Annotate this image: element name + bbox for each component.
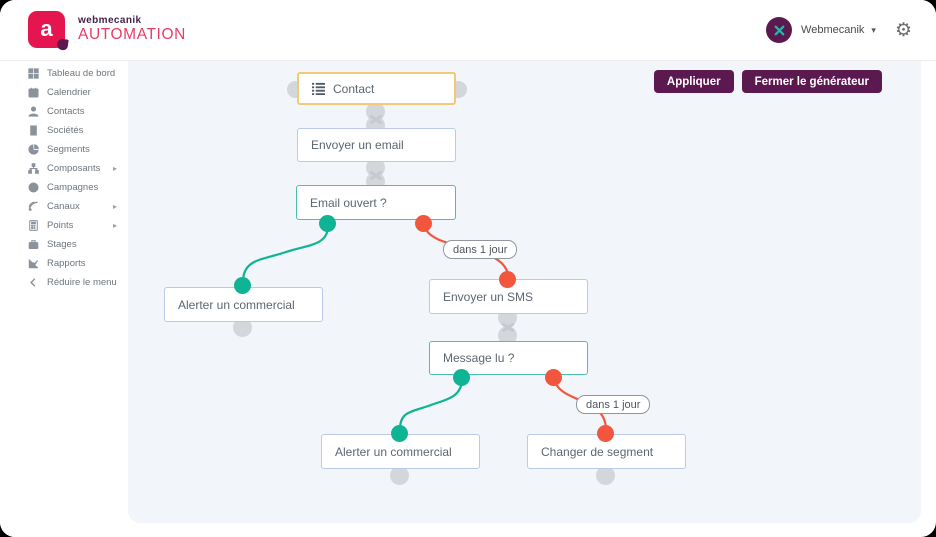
sidebar-item-label: Rapports [47, 258, 86, 269]
sidebar-item-label: Stages [47, 239, 77, 250]
brand-logo[interactable]: a webmecanik AUTOMATION [28, 11, 186, 51]
sidebar-item-label: Composants [47, 163, 101, 174]
node-contact-source[interactable]: Contact [297, 72, 456, 105]
components-icon [28, 163, 39, 174]
calendar-icon [28, 87, 39, 98]
sidebar-item-calendar[interactable]: Calendrier [0, 83, 128, 102]
sidebar-item-label: Points [47, 220, 74, 231]
node-label: Envoyer un email [311, 138, 404, 152]
node-label: Envoyer un SMS [443, 289, 534, 304]
sidebar-item-label: Segments [47, 144, 90, 155]
logo-mark: a [28, 11, 69, 51]
node-send-email[interactable]: Envoyer un email [297, 128, 456, 162]
sidebar-item-points[interactable]: Points ▸ [0, 216, 128, 235]
anchor-point[interactable] [390, 466, 409, 485]
campaign-builder-canvas: Appliquer Fermer le générateur [128, 60, 921, 523]
chevron-left-icon [30, 278, 36, 287]
sidebar-item-contacts[interactable]: Contacts [0, 102, 128, 121]
anchor-yes[interactable] [453, 369, 470, 386]
avatar[interactable] [766, 17, 793, 43]
user-name[interactable]: Webmecanik [801, 24, 865, 36]
anchor-in[interactable] [391, 425, 408, 442]
brand-text: webmecanik AUTOMATION [78, 15, 186, 43]
top-header: a webmecanik AUTOMATION Webmecanik ▾ ⚙ [0, 0, 936, 61]
sidebar-item-label: Contacts [47, 106, 85, 117]
builder-actions: Appliquer Fermer le générateur [653, 70, 882, 93]
sidebar-item-components[interactable]: Composants ▸ [0, 159, 128, 178]
chart-line-icon [28, 259, 39, 269]
pie-chart-icon [28, 144, 39, 155]
sidebar-item-stages[interactable]: Stages [0, 235, 128, 254]
building-icon [30, 125, 37, 136]
chevron-right-icon: ▸ [112, 221, 117, 230]
logo-letter: a [40, 15, 53, 41]
grid-icon [28, 68, 39, 79]
node-label: Email ouvert ? [310, 195, 387, 210]
rss-icon [28, 201, 38, 211]
sidebar-item-label: Calendrier [47, 87, 91, 98]
user-icon [28, 106, 39, 117]
edge-email-open-yes-2 [241, 250, 288, 284]
connector-x-icon [368, 169, 384, 181]
avatar-x-icon [774, 25, 784, 35]
node-message-read-decision[interactable]: Message lu ? [429, 341, 588, 375]
node-label: Changer de segment [541, 444, 654, 459]
anchor-no[interactable] [545, 369, 562, 386]
list-icon [312, 82, 325, 95]
sidebar-collapse-label: Réduire le menu [47, 277, 117, 288]
connector-x-icon [500, 321, 516, 333]
brand-product: AUTOMATION [78, 26, 186, 44]
node-label: Alerter un commercial [178, 297, 295, 312]
anchor-point[interactable] [233, 318, 252, 337]
user-menu: Webmecanik ▾ ⚙ [766, 0, 912, 60]
sidebar-collapse[interactable]: Réduire le menu [0, 273, 128, 292]
gear-icon[interactable]: ⚙ [894, 19, 912, 41]
sidebar-item-label: Sociétés [47, 125, 84, 136]
sidebar-item-dashboard[interactable]: Tableau de bord [0, 64, 128, 83]
chevron-down-icon[interactable]: ▾ [871, 24, 876, 35]
edge-label-pill: dans 1 jour [443, 240, 518, 259]
sidebar-item-label: Tableau de bord [47, 68, 116, 79]
briefcase-icon [28, 240, 39, 249]
logo-tail-shape [56, 38, 69, 51]
close-builder-button[interactable]: Fermer le générateur [741, 70, 882, 93]
sidebar-item-label: Canaux [47, 201, 80, 212]
sidebar-item-channels[interactable]: Canaux ▸ [0, 197, 128, 216]
anchor-in[interactable] [597, 425, 614, 442]
sidebar-item-campaigns[interactable]: Campagnes [0, 178, 128, 197]
anchor-in[interactable] [499, 271, 516, 288]
sidebar-item-companies[interactable]: Sociétés [0, 121, 128, 140]
edge-msg-read-yes-2 [398, 403, 433, 431]
connector-x-icon [368, 113, 384, 125]
node-email-opened-decision[interactable]: Email ouvert ? [296, 185, 456, 220]
calculator-icon [29, 220, 38, 231]
sidebar-item-segments[interactable]: Segments [0, 140, 128, 159]
brand-name: webmecanik [78, 15, 142, 27]
sidebar: Tableau de bord Calendrier Contacts Soci… [0, 60, 128, 537]
node-label: Contact [333, 81, 375, 96]
edge-label-pill: dans 1 jour [576, 395, 651, 414]
anchor-in[interactable] [234, 277, 251, 294]
anchor-point[interactable] [596, 466, 615, 485]
clock-icon [28, 182, 39, 193]
node-label: Alerter un commercial [335, 444, 452, 459]
node-label: Message lu ? [443, 351, 515, 365]
chevron-right-icon: ▸ [112, 202, 117, 211]
apply-button[interactable]: Appliquer [653, 70, 734, 93]
sidebar-item-reports[interactable]: Rapports [0, 254, 128, 273]
sidebar-item-label: Campagnes [47, 182, 99, 193]
anchor-no[interactable] [415, 215, 432, 232]
chevron-right-icon: ▸ [112, 164, 117, 173]
anchor-yes[interactable] [319, 215, 336, 232]
